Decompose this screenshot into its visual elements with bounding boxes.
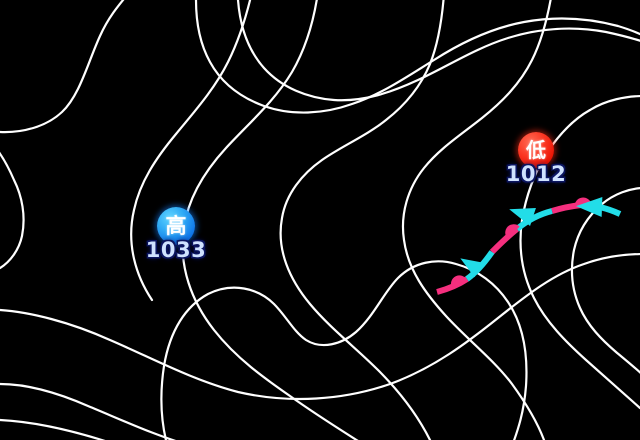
low-pressure-disc-icon[interactable]: 低 <box>518 132 554 168</box>
front-layer <box>436 197 622 295</box>
cold-front-spike <box>460 258 484 278</box>
pressure-value-label: 1012 <box>505 162 567 186</box>
isobar-line <box>0 382 177 440</box>
high-pressure-disc-icon[interactable]: 高 <box>157 207 195 245</box>
pressure-value-label: 1033 <box>145 238 207 262</box>
isobar-line <box>160 260 528 440</box>
isobar-line <box>0 252 640 401</box>
cold-front-spike <box>509 207 536 227</box>
warm-front-bump <box>505 224 520 239</box>
isobar-line <box>0 418 106 440</box>
isobar-line <box>130 0 252 302</box>
isobar-line <box>570 187 640 374</box>
isobar-line <box>236 0 640 102</box>
low-pressure-glyph: 低 <box>526 138 546 162</box>
high-pressure-glyph: 高 <box>165 213 187 238</box>
isobar-line <box>401 0 552 440</box>
cold-front-segment <box>515 208 553 232</box>
isobar-line <box>0 0 125 134</box>
isobar-line <box>279 0 445 440</box>
isobar-line <box>194 0 640 114</box>
isobar-line <box>0 151 25 270</box>
cold-front-spike <box>576 197 603 217</box>
warm-front-bump <box>450 275 468 288</box>
